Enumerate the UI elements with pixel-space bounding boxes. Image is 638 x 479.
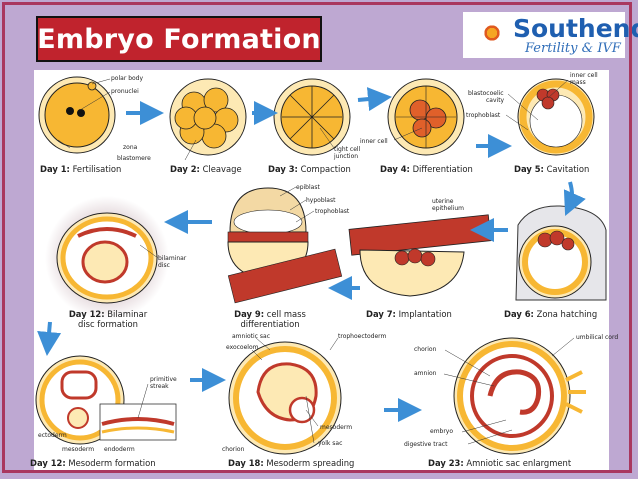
label-epiblast: epiblast (296, 184, 320, 191)
day23-amniotic-sac (453, 337, 586, 455)
caption-day5: Day 5: Cavitation (514, 164, 590, 174)
day7-implantation (348, 214, 492, 297)
caption-day7: Day 7: Implantation (366, 309, 452, 319)
label-inner-cell: inner cell (360, 138, 388, 145)
label-mesoderm: mesoderm (62, 446, 95, 453)
day2-cleavage (169, 78, 247, 156)
day1-zygote (38, 76, 116, 154)
caption-day12-mesoderm: Day 12: Mesoderm formation (30, 458, 156, 468)
caption-day3: Day 3: Compaction (268, 164, 351, 174)
label-exocoelom: exocoelom (226, 344, 259, 351)
label-trophoblast: trophoblast (466, 112, 501, 119)
label-hypoblast: hypoblast (306, 197, 336, 204)
arrow-12-12b (37, 321, 62, 356)
label-blastomere: blastomere (117, 155, 151, 162)
label-polar-body: polar body (111, 75, 144, 82)
label-mesoderm-2: mesoderm (320, 424, 353, 431)
caption-day23: Day 23: Amniotic sac enlargment (428, 458, 572, 468)
label-ectoderm: ectoderm (38, 432, 67, 439)
label-embryo: embryo (430, 428, 454, 435)
day18-mesoderm-spreading (228, 341, 342, 455)
day9-cell-mass (227, 187, 343, 304)
logo-emblem-icon (483, 24, 501, 42)
progression-arrows (37, 87, 586, 422)
caption-day2: Day 2: Cleavage (170, 164, 242, 174)
label-trophoblast-2: trophoblast (315, 208, 350, 215)
caption-day6: Day 6: Zona hatching (504, 309, 598, 319)
label-pronuclei: pronuclei (111, 88, 139, 95)
day12-mesoderm (35, 355, 177, 445)
arrow-3-4 (357, 87, 392, 112)
title-banner: Embryo Formation (36, 16, 322, 62)
day3-compaction (273, 78, 351, 156)
logo-name: Southend (513, 14, 638, 43)
label-umbilical-cord: umbilical cord (576, 334, 619, 341)
label-chorion-2: chorion (414, 346, 437, 353)
label-chorion: chorion (222, 446, 245, 453)
day12-bilaminar (45, 196, 169, 320)
day4-differentiation (387, 78, 465, 156)
label-trophoectoderm: trophoectoderm (338, 333, 387, 340)
caption-day1: Day 1: Fertilisation (40, 164, 122, 174)
caption-day4: Day 4: Differentiation (380, 164, 473, 174)
logo-subtitle: Fertility & IVF (525, 41, 621, 56)
day6-zona-hatching (515, 205, 607, 301)
leader-lines (57, 78, 575, 445)
clinic-logo: Southend Fertility & IVF (463, 12, 638, 58)
label-digestive-tract: digestive tract (404, 441, 448, 448)
arrow-5-6 (563, 181, 586, 216)
caption-day18: Day 18: Mesoderm spreading (228, 458, 355, 468)
label-yolk-sac: yolk sac (318, 440, 343, 447)
page-title: Embryo Formation (37, 23, 321, 55)
label-amnion: amnion (414, 370, 437, 377)
label-amniotic-sac: amniotic sac (232, 333, 270, 340)
label-zona: zona (123, 144, 138, 151)
day5-cavitation (517, 78, 595, 156)
label-endoderm: endoderm (104, 446, 135, 453)
